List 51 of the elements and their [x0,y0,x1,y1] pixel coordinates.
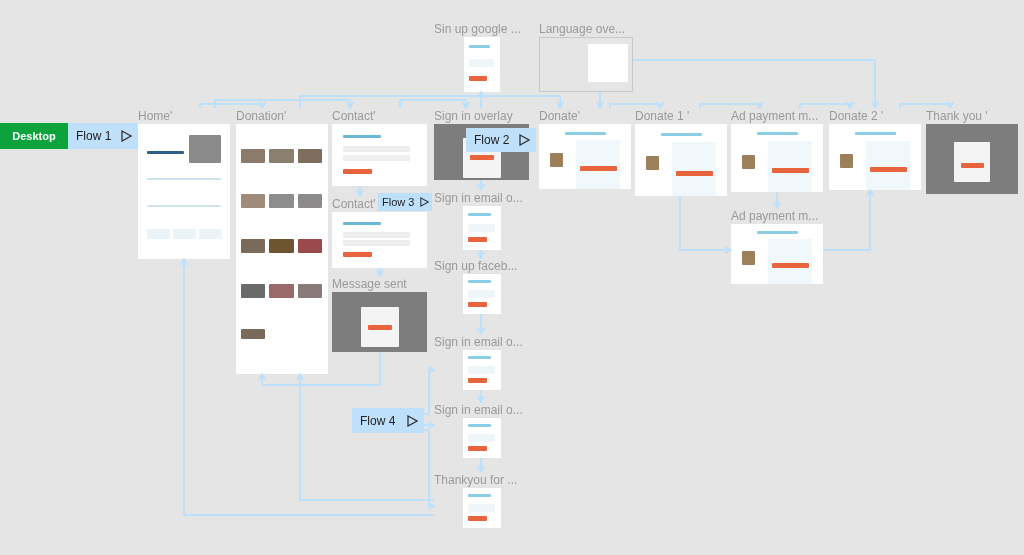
frame-title: Language ove... [539,21,626,37]
connector-arrow [375,267,385,277]
connector-arrow [179,258,435,516]
connector-arrow [199,101,267,109]
connector-arrow [609,101,665,109]
frame-title: Sign in email o... [434,402,523,418]
frame-title: Thankyou for ... [434,472,518,488]
connector-arrow [772,191,782,209]
connector-arrow [476,179,486,191]
frame-title: Sign in email o... [434,334,523,350]
connector-arrow [699,101,765,109]
frame-title: Donate 2 ' [829,108,884,124]
connector-arrow [595,91,605,109]
connector-arrow [476,249,486,259]
frame-title: Sin up google ... [434,21,521,37]
device-tab: Desktop [0,123,68,149]
connector-arrow [632,59,880,109]
flow-name: Flow 3 [382,196,415,208]
connector-arrow [423,420,435,430]
connector-arrow [476,457,486,473]
connector-arrow [295,373,435,501]
connector-arrow [355,185,365,197]
flow-name: Flow 1 [76,129,112,143]
frame-title: Donation' [236,108,287,124]
connector-arrow [476,91,486,109]
frame-title: Home' [138,108,173,124]
connector-arrow [423,429,435,511]
frame-title: Ad payment m... [731,108,819,124]
frame-title: Message sent [332,276,407,292]
frame-title: Contact' [332,108,376,124]
flow-name: Flow 2 [474,133,510,147]
frame-title: Ad payment m... [731,208,819,224]
connector-arrow [299,95,565,109]
connector-arrow [679,195,732,255]
connector-arrow [899,101,955,109]
connector-arrow [822,189,875,251]
connector-arrow [476,313,486,335]
connector-arrow [476,389,486,403]
flow-name: Flow 4 [360,413,396,428]
frame-title: Sign in overlay [434,108,513,124]
connector-arrow [799,101,855,109]
frame-title: Sign in email o... [434,190,523,206]
frame-title: Thank you ' [926,108,988,124]
frame-title: Donate' [539,108,580,124]
frame-title: Donate 1 ' [635,108,690,124]
frame-title: Sign up faceb... [434,258,518,274]
connector-arrow [214,99,355,109]
connector-arrow [399,99,471,109]
connector-arrow [423,365,435,415]
frame-title: Contact' [332,196,376,212]
connector-arrow [257,351,381,386]
